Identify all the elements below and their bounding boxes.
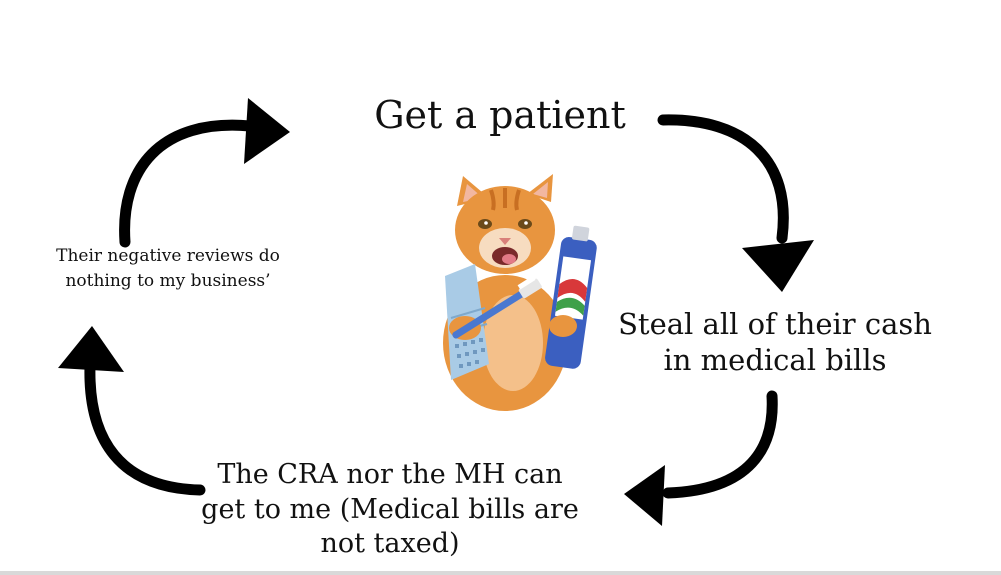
arrow-top-to-right	[657, 114, 814, 292]
step-negative-reviews: Their negative reviews do nothing to my …	[56, 246, 280, 291]
arrow-left-to-top	[119, 98, 290, 248]
step-steal-cash: Steal all of their cash in medical bills	[618, 307, 932, 378]
step-get-patient: Get a patient	[374, 93, 626, 137]
arrow-right-to-bottom	[624, 390, 778, 526]
step-not-taxed: The CRA nor the MH can get to me (Medica…	[201, 459, 579, 560]
cat-with-toothbrush-and-toothpaste-icon	[443, 174, 597, 411]
bottom-border	[0, 571, 1001, 575]
arrow-bottom-to-left	[58, 326, 206, 496]
